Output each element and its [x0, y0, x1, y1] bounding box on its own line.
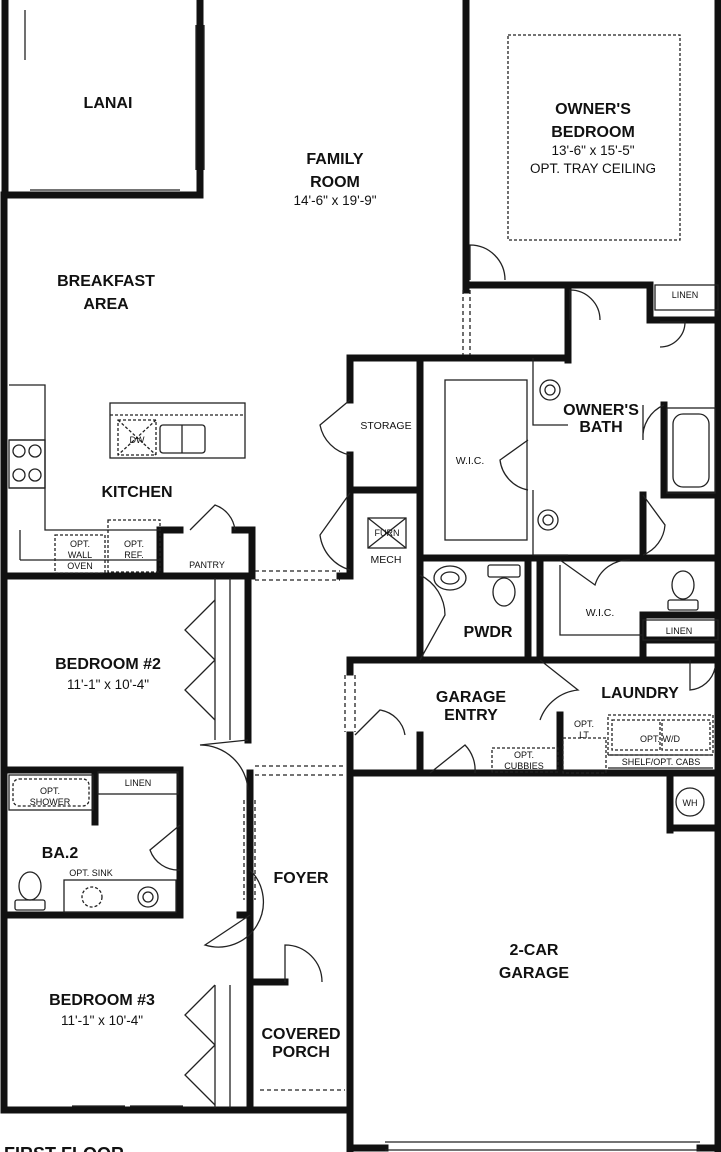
storage-label: STORAGE	[360, 420, 411, 432]
bedroom2-dims: 11'-1" x 10'-4"	[67, 677, 149, 692]
owners-bath-label-1: OWNER'S	[563, 402, 639, 419]
garage-entry-label-2: ENTRY	[444, 707, 498, 724]
bedroom2-label: BEDROOM #2	[55, 656, 161, 673]
wic-small-label: W.I.C.	[586, 607, 615, 619]
opt-wall-oven-label-2: WALL	[68, 550, 92, 560]
owners-bedroom-label-2: BEDROOM	[551, 124, 635, 141]
garage-label-2: GARAGE	[499, 965, 570, 982]
family-room-label-1: FAMILY	[306, 151, 364, 168]
opt-wall-oven-label-1: OPT.	[70, 539, 90, 549]
breakfast-area-label-1: BREAKFAST	[57, 273, 155, 290]
wic-main-label: W.I.C.	[456, 455, 485, 467]
lanai-label: LANAI	[84, 95, 133, 112]
owners-bath-label-2: BATH	[579, 419, 622, 436]
opt-ref-label-1: OPT.	[124, 539, 144, 549]
mech-label: MECH	[371, 554, 402, 566]
covered-porch-label-1: COVERED	[261, 1026, 340, 1043]
wh-label: WH	[683, 798, 698, 808]
opt-cubbies-label-2: CUBBIES	[504, 761, 544, 771]
linen-laundry-label: LINEN	[666, 626, 693, 636]
doors	[149, 244, 716, 1106]
opt-shower-label-2: SHOWER	[30, 797, 71, 807]
pwdr-label: PWDR	[464, 624, 513, 641]
garage-entry-label-1: GARAGE	[436, 689, 507, 706]
furn-label: FURN	[375, 528, 400, 538]
shelf-opt-cabs-label: SHELF/OPT. CABS	[622, 757, 701, 767]
linen-owner-label: LINEN	[672, 290, 699, 300]
owners-bedroom-note: OPT. TRAY CEILING	[530, 161, 656, 176]
covered-porch-label-2: PORCH	[272, 1044, 330, 1061]
opt-ref-label-2: REF.	[124, 550, 144, 560]
opt-lt-label-2: LT	[579, 730, 589, 740]
bedroom3-dims: 11'-1" x 10'-4"	[61, 1013, 143, 1028]
owners-bedroom-label-1: OWNER'S	[555, 101, 631, 118]
family-room-label-2: ROOM	[310, 174, 360, 191]
floor-title: FIRST FLOOR	[4, 1144, 124, 1152]
kitchen-label: KITCHEN	[101, 484, 172, 501]
thin-lines	[8, 10, 719, 1151]
fixture-labels: DW OPT. WALL OVEN OPT. REF. PANTRY LINEN…	[30, 290, 701, 878]
laundry-label: LAUNDRY	[601, 685, 679, 702]
opt-lt-label-1: OPT.	[574, 719, 594, 729]
opt-wall-oven-label-3: OVEN	[67, 561, 93, 571]
opt-shower-label-1: OPT.	[40, 786, 60, 796]
ba2-label: BA.2	[42, 845, 79, 862]
breakfast-area-label-2: AREA	[83, 296, 129, 313]
pantry-label: PANTRY	[189, 560, 225, 570]
opt-wd-label: OPT. W/D	[640, 734, 680, 744]
dw-label: DW	[130, 435, 145, 445]
room-labels: LANAI FAMILY ROOM 14'-6" x 19'-9" OWNER'…	[42, 95, 679, 1061]
bedroom3-label: BEDROOM #3	[49, 992, 155, 1009]
opt-cubbies-label-1: OPT.	[514, 750, 534, 760]
opt-sink-label: OPT. SINK	[69, 868, 113, 878]
linen-ba2-label: LINEN	[125, 778, 152, 788]
garage-label-1: 2-CAR	[510, 942, 559, 959]
foyer-label: FOYER	[273, 870, 329, 887]
owners-bedroom-dims: 13'-6" x 15'-5"	[551, 143, 634, 158]
family-room-dims: 14'-6" x 19'-9"	[293, 193, 376, 208]
